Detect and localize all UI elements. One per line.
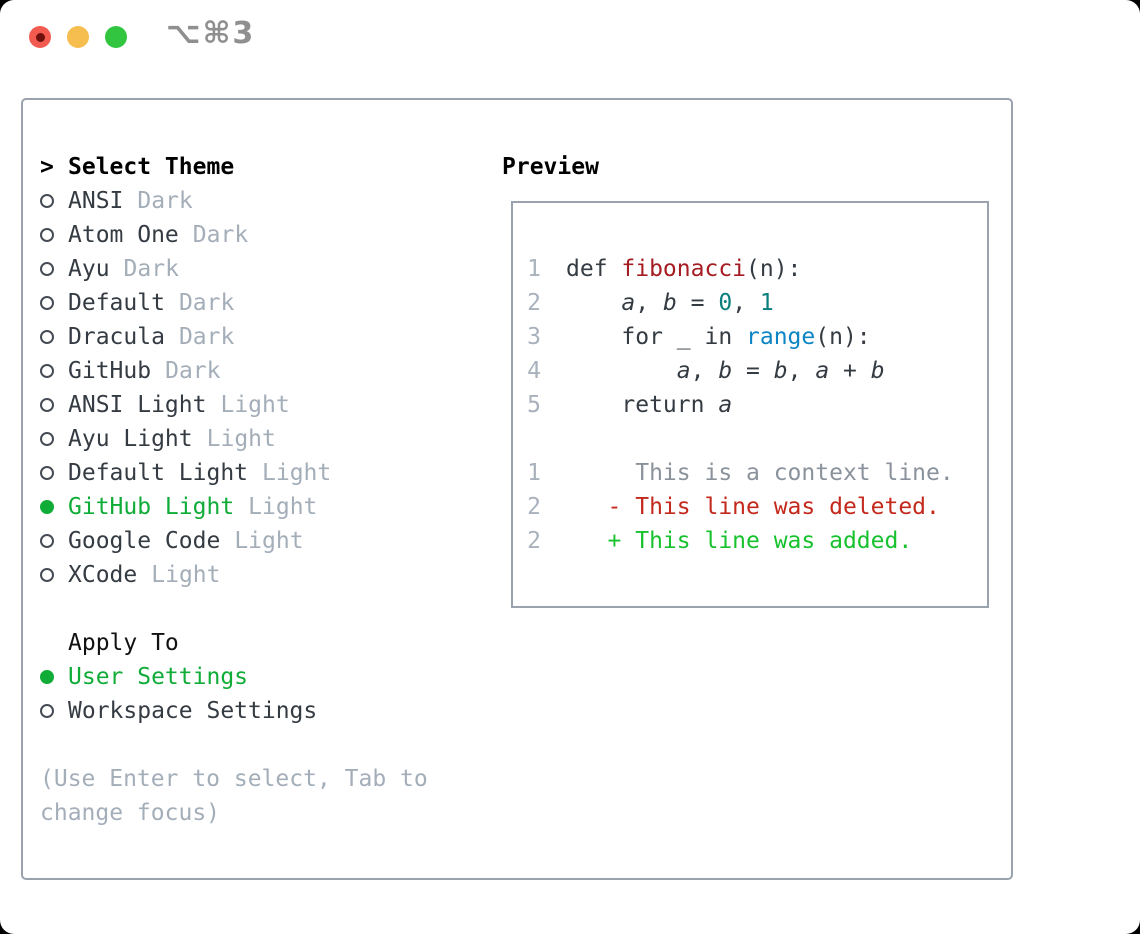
code-line: 3 for _ in range(n): — [525, 320, 987, 354]
theme-name: Default Light — [68, 460, 249, 486]
radio-icon — [40, 432, 68, 446]
radio-icon — [40, 398, 68, 412]
preview-box: 1 def fibonacci(n): 2 a, b = 0, 1 3 for … — [511, 201, 989, 608]
line-number: 3 — [527, 324, 541, 350]
diff-context-line: 1 This is a context line. — [525, 456, 987, 490]
theme-name: Atom One — [68, 222, 179, 248]
unsaved-dot-icon — [35, 32, 45, 42]
apply-to-title: Apply To — [68, 630, 179, 656]
radio-icon — [40, 262, 68, 276]
radio-icon — [40, 704, 68, 718]
theme-option-ansi-dark[interactable]: ANSI Dark — [40, 184, 500, 218]
theme-name: Dracula — [68, 324, 165, 350]
theme-option-default-light[interactable]: Default Light Light — [40, 456, 500, 490]
select-theme-header: > Select Theme — [40, 150, 500, 184]
theme-name: ANSI Light — [68, 392, 207, 418]
window-shortcut-label: ⌥⌘3 — [166, 16, 256, 51]
diff-deleted-line: 2 - This line was deleted. — [525, 490, 987, 524]
traffic-lights — [29, 26, 127, 48]
theme-variant-tag: Dark — [137, 188, 193, 214]
theme-variant-tag: Dark — [123, 256, 179, 282]
theme-picker-panel: > Select Theme ANSI Dark Atom One Dark A… — [21, 98, 1013, 880]
theme-name: XCode — [68, 562, 138, 588]
theme-variant-tag: Dark — [192, 222, 249, 248]
select-theme-title: Select Theme — [68, 154, 235, 180]
theme-name: Default — [68, 290, 165, 316]
close-button[interactable] — [29, 26, 51, 48]
apply-option-label: User Settings — [68, 664, 249, 690]
line-number: 1 — [527, 460, 541, 486]
theme-variant-tag: Light — [151, 562, 221, 588]
theme-option-atom-one-dark[interactable]: Atom One Dark — [40, 218, 500, 252]
radio-icon — [40, 330, 68, 344]
theme-variant-tag: Dark — [178, 324, 235, 350]
theme-name: ANSI — [68, 188, 124, 214]
apply-to-header: Apply To — [40, 626, 500, 660]
radio-icon — [40, 228, 68, 242]
keyboard-hint-line-2: change focus) — [40, 800, 221, 826]
theme-picker-left-column: > Select Theme ANSI Dark Atom One Dark A… — [40, 150, 500, 830]
theme-name: Google Code — [68, 528, 221, 554]
code-line: 5 return a — [525, 388, 987, 422]
theme-option-default-dark[interactable]: Default Dark — [40, 286, 500, 320]
minimize-button[interactable] — [67, 26, 89, 48]
theme-name: Ayu — [68, 256, 110, 282]
code-line: 2 a, b = 0, 1 — [525, 286, 987, 320]
theme-option-google-code[interactable]: Google Code Light — [40, 524, 500, 558]
theme-variant-tag: Dark — [165, 358, 221, 384]
line-number: 2 — [527, 494, 541, 520]
theme-variant-tag: Light — [206, 426, 276, 452]
radio-icon — [40, 568, 68, 582]
diff-added-line: 2 + This line was added. — [525, 524, 987, 558]
line-number: 5 — [527, 392, 541, 418]
code-line: 4 a, b = b, a + b — [525, 354, 987, 388]
theme-variant-tag: Light — [234, 528, 304, 554]
line-number: 4 — [527, 358, 541, 384]
apply-option-label: Workspace Settings — [68, 698, 318, 724]
radio-icon — [40, 194, 68, 208]
apply-option-workspace-settings[interactable]: Workspace Settings — [40, 694, 500, 728]
theme-option-ansi-light[interactable]: ANSI Light Light — [40, 388, 500, 422]
theme-variant-tag: Light — [262, 460, 332, 486]
preview-title: Preview — [502, 154, 599, 180]
theme-option-github-light[interactable]: GitHub Light Light — [40, 490, 500, 524]
apply-option-user-settings[interactable]: User Settings — [40, 660, 500, 694]
radio-icon — [40, 534, 68, 548]
radio-icon — [40, 364, 68, 378]
theme-option-ayu-dark[interactable]: Ayu Dark — [40, 252, 500, 286]
theme-variant-tag: Light — [220, 392, 290, 418]
prompt-icon: > — [40, 154, 54, 180]
radio-icon — [40, 466, 68, 480]
zoom-button[interactable] — [105, 26, 127, 48]
radio-icon — [40, 296, 68, 310]
theme-option-xcode[interactable]: XCode Light — [40, 558, 500, 592]
theme-option-github-dark[interactable]: GitHub Dark — [40, 354, 500, 388]
line-number: 1 — [527, 256, 541, 282]
spacer — [40, 592, 500, 626]
spacer — [40, 728, 500, 762]
theme-option-ayu-light[interactable]: Ayu Light Light — [40, 422, 500, 456]
radio-selected-icon — [40, 670, 68, 684]
line-number: 2 — [527, 528, 541, 554]
blank-line — [525, 422, 987, 456]
line-number: 2 — [527, 290, 541, 316]
theme-name: Ayu Light — [68, 426, 193, 452]
theme-name: GitHub — [68, 358, 152, 384]
theme-variant-tag: Dark — [178, 290, 235, 316]
theme-option-dracula-dark[interactable]: Dracula Dark — [40, 320, 500, 354]
radio-selected-icon — [40, 500, 68, 514]
theme-name: GitHub Light — [68, 494, 235, 520]
theme-variant-tag: Light — [248, 494, 318, 520]
keyboard-hint-line-1: (Use Enter to select, Tab to — [40, 766, 428, 792]
code-line: 1 def fibonacci(n): — [525, 252, 987, 286]
